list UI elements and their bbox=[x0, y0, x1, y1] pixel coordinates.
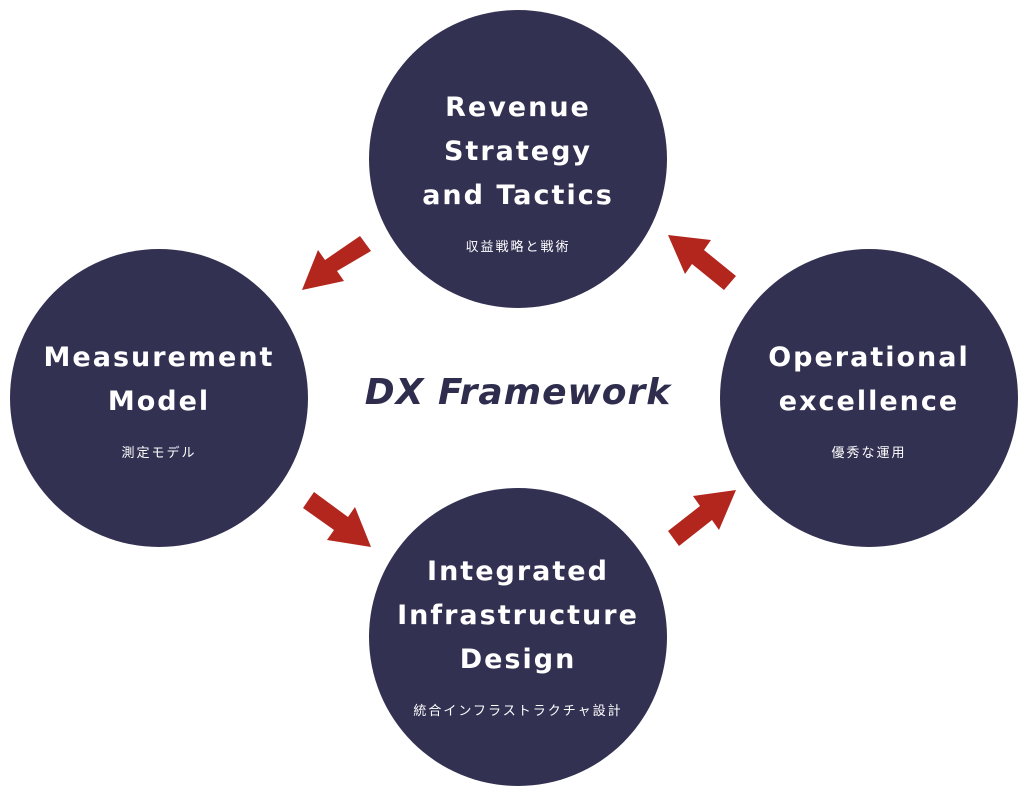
center-title: DX Framework bbox=[364, 372, 672, 413]
node-title: Integrated Infrastructure Design bbox=[397, 555, 639, 675]
node-title: Measurement Model bbox=[43, 341, 275, 417]
node-revenue-strategy: Revenue Strategy and Tactics 収益戦略と戦術 bbox=[369, 10, 667, 308]
node-measurement-model: Measurement Model 測定モデル bbox=[10, 249, 308, 547]
node-subtitle: 測定モデル bbox=[121, 445, 197, 461]
arrow-left-to-bottom bbox=[303, 492, 371, 547]
node-subtitle: 統合インフラストラクチャ設計 bbox=[413, 703, 623, 719]
node-subtitle: 収益戦略と戦術 bbox=[465, 239, 571, 255]
node-title: Revenue Strategy and Tactics bbox=[422, 91, 614, 211]
node-integrated-infrastructure: Integrated Infrastructure Design 統合インフラス… bbox=[369, 488, 667, 786]
arrow-top-to-left bbox=[302, 236, 371, 290]
arrow-bottom-to-right bbox=[668, 490, 736, 546]
arrow-right-to-top bbox=[668, 235, 736, 290]
node-operational-excellence: Operational excellence 優秀な運用 bbox=[720, 249, 1018, 547]
node-subtitle: 優秀な運用 bbox=[831, 445, 907, 461]
node-title: Operational excellence bbox=[768, 341, 970, 417]
